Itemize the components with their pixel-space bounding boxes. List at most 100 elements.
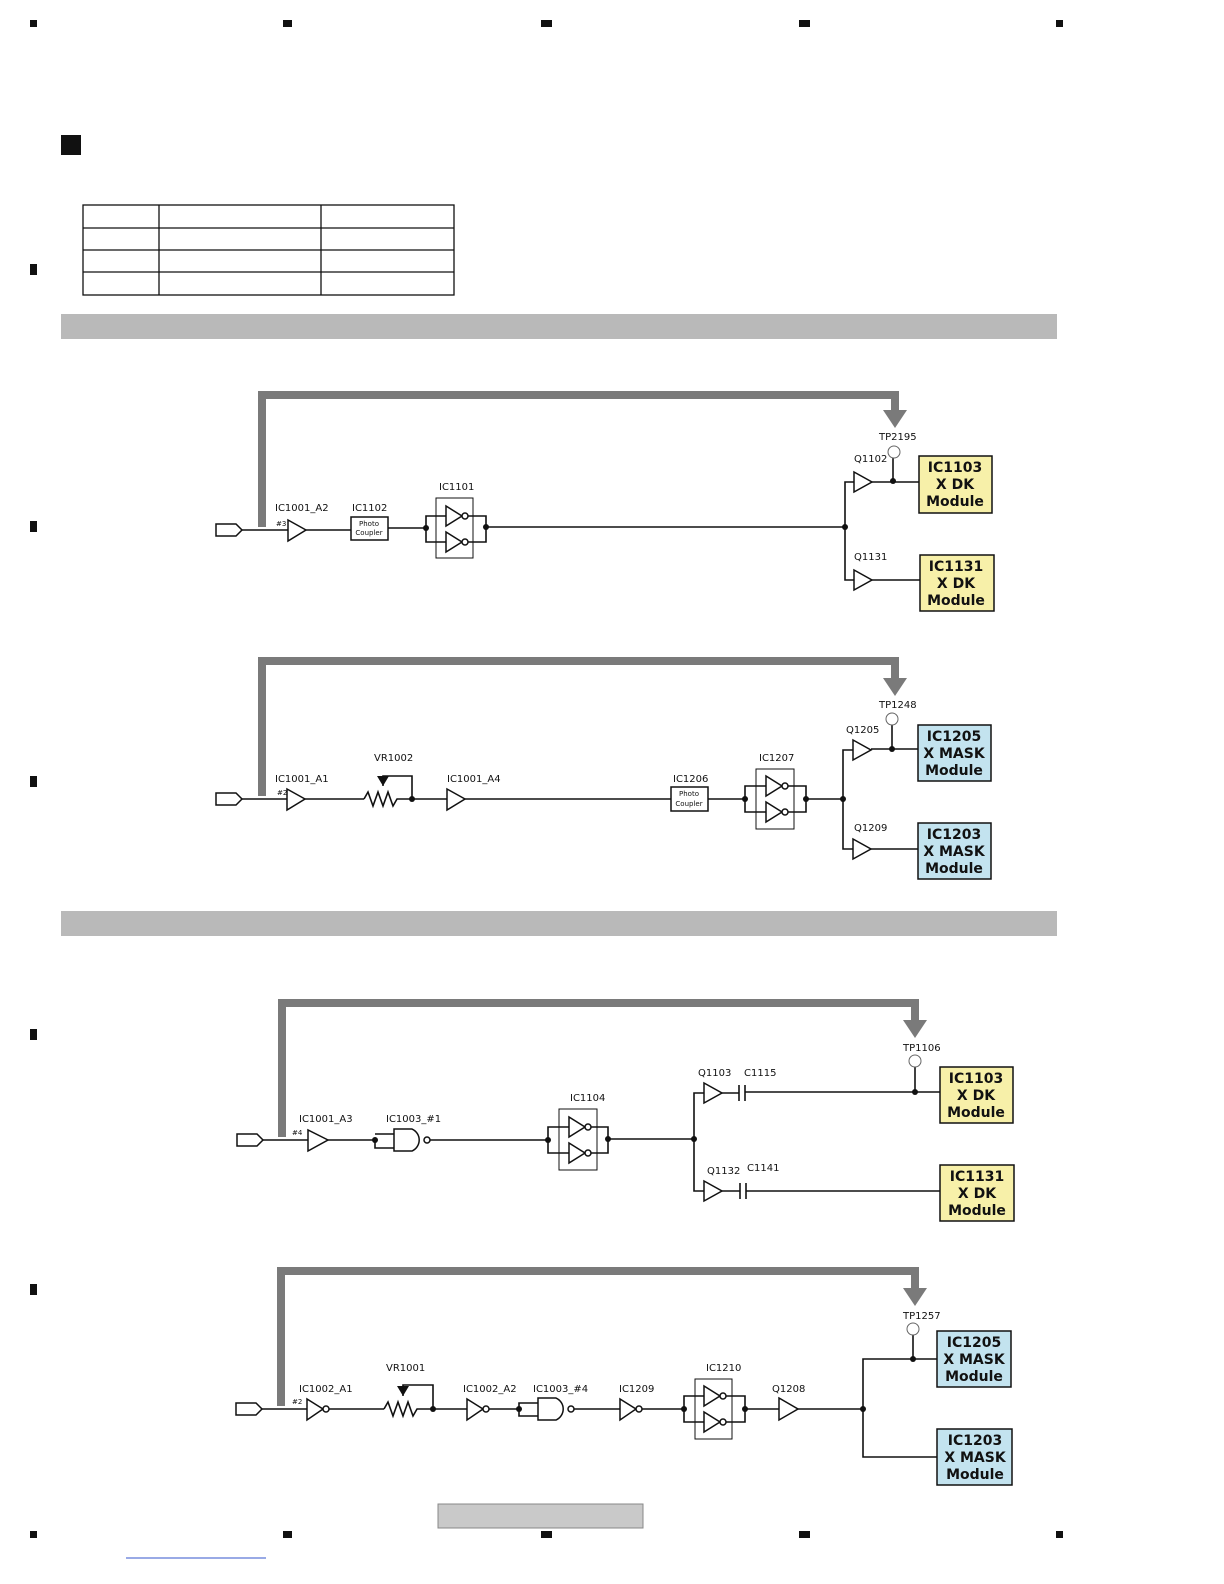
module-ic1203 bbox=[917, 822, 992, 880]
nand-ic1003-1 bbox=[393, 1128, 420, 1152]
svg-text:Module: Module bbox=[926, 494, 984, 510]
photo-coupler-text-2: Coupler bbox=[355, 529, 382, 537]
svg-text:Module: Module bbox=[927, 593, 985, 609]
input-pin-label: #2 bbox=[292, 1398, 302, 1406]
feedback-arrow bbox=[258, 657, 899, 796]
section-bullet bbox=[61, 135, 81, 155]
input-connector bbox=[236, 1133, 265, 1147]
label-ic1210: IC1210 bbox=[706, 1363, 741, 1374]
label-q1205: Q1205 bbox=[846, 725, 879, 736]
ic1104-box bbox=[558, 1108, 598, 1171]
q1132-buffer bbox=[703, 1179, 724, 1203]
svg-text:X MASK: X MASK bbox=[944, 1450, 1007, 1466]
input-pin-label: #2 bbox=[277, 789, 287, 797]
svg-text:Photo: Photo bbox=[679, 790, 699, 798]
label-c1141: C1141 bbox=[747, 1163, 779, 1174]
feedback-arrow bbox=[278, 999, 919, 1137]
module-ic1103 bbox=[918, 455, 993, 514]
label-vr1001: VR1001 bbox=[386, 1363, 425, 1374]
svg-text:X DK: X DK bbox=[957, 1088, 996, 1104]
photo-coupler-ic1206 bbox=[670, 786, 709, 812]
q1102-buffer bbox=[853, 470, 874, 494]
svg-text:X DK: X DK bbox=[958, 1186, 997, 1202]
label-tp2195: TP2195 bbox=[878, 432, 917, 443]
diagram-1: #3 IC1001_A2 Photo Coupler IC1102 IC1101… bbox=[215, 391, 995, 612]
svg-text:Coupler: Coupler bbox=[675, 800, 702, 808]
page-footer-box bbox=[437, 1503, 644, 1529]
label-tp1257: TP1257 bbox=[902, 1311, 941, 1322]
label-vr1002: VR1002 bbox=[374, 753, 413, 764]
input-pin-label: #4 bbox=[292, 1129, 303, 1137]
diagram-2: #2 IC1001_A1 VR1002 IC1001_A4 Photo Coup… bbox=[215, 657, 992, 880]
label-ic1104: IC1104 bbox=[570, 1093, 605, 1104]
input-connector bbox=[235, 1402, 264, 1416]
label-ic1207: IC1207 bbox=[759, 753, 794, 764]
label-q1132: Q1132 bbox=[707, 1166, 740, 1177]
svg-text:IC1131: IC1131 bbox=[929, 559, 983, 575]
label-ic1001-a1: IC1001_A1 bbox=[275, 774, 329, 785]
svg-text:Module: Module bbox=[945, 1369, 1003, 1385]
label-ic1001-a2: IC1001_A2 bbox=[275, 503, 329, 514]
svg-text:IC1205: IC1205 bbox=[947, 1335, 1001, 1351]
label-ic1001-a4: IC1001_A4 bbox=[447, 774, 501, 785]
vr1001-resistor bbox=[383, 1399, 433, 1419]
label-ic1101: IC1101 bbox=[439, 482, 474, 493]
label-q1209: Q1209 bbox=[854, 823, 887, 834]
module-ic1131 bbox=[939, 1164, 1015, 1222]
svg-text:Module: Module bbox=[946, 1467, 1004, 1483]
label-tp1106: TP1106 bbox=[902, 1043, 941, 1054]
feedback-arrowhead bbox=[903, 1288, 927, 1306]
svg-text:Module: Module bbox=[925, 861, 983, 877]
reference-table bbox=[82, 204, 455, 296]
svg-text:X DK: X DK bbox=[937, 576, 976, 592]
label-ic1002-a1: IC1002_A1 bbox=[299, 1384, 353, 1395]
input-connector bbox=[215, 523, 244, 537]
svg-text:IC1103: IC1103 bbox=[928, 460, 982, 476]
buffer-ic1001-a4 bbox=[446, 787, 467, 812]
label-ic1001-a3: IC1001_A3 bbox=[299, 1114, 353, 1125]
svg-text:IC1205: IC1205 bbox=[927, 729, 981, 745]
label-ic1003-4: IC1003_#4 bbox=[533, 1384, 588, 1395]
svg-text:Module: Module bbox=[948, 1203, 1006, 1219]
inverter-ic1002-a1 bbox=[306, 1397, 325, 1422]
vr1002-resistor bbox=[363, 789, 412, 809]
label-ic1102: IC1102 bbox=[352, 503, 387, 514]
svg-text:X MASK: X MASK bbox=[943, 1352, 1006, 1368]
ic1207-box bbox=[755, 768, 795, 830]
label-q1103: Q1103 bbox=[698, 1068, 731, 1079]
svg-text:X MASK: X MASK bbox=[923, 746, 986, 762]
q1209-buffer bbox=[852, 837, 873, 861]
label-ic1002-a2: IC1002_A2 bbox=[463, 1384, 517, 1395]
svg-text:Module: Module bbox=[925, 763, 983, 779]
svg-text:X MASK: X MASK bbox=[923, 844, 986, 860]
buffer-q1208 bbox=[778, 1396, 800, 1422]
svg-text:Module: Module bbox=[947, 1105, 1005, 1121]
label-c1115: C1115 bbox=[744, 1068, 776, 1079]
label-ic1003-1: IC1003_#1 bbox=[386, 1114, 441, 1125]
page-margin-markers bbox=[30, 20, 1063, 1538]
q1103-buffer bbox=[703, 1081, 724, 1105]
q1131-buffer bbox=[853, 568, 874, 592]
q1205-buffer bbox=[852, 738, 873, 762]
ic1101-box bbox=[435, 497, 474, 559]
input-pin-label: #3 bbox=[276, 520, 286, 528]
label-q1102: Q1102 bbox=[854, 454, 887, 465]
inverter-ic1002-a2 bbox=[466, 1397, 485, 1422]
label-tp1248: TP1248 bbox=[878, 700, 917, 711]
svg-text:IC1103: IC1103 bbox=[949, 1071, 1003, 1087]
photo-coupler-text-1: Photo bbox=[359, 520, 379, 528]
section-bar-2 bbox=[61, 911, 1057, 936]
inverter-ic1209 bbox=[619, 1397, 638, 1422]
buffer-ic1001-a1 bbox=[286, 787, 307, 812]
feedback-arrowhead bbox=[883, 678, 907, 696]
input-connector bbox=[215, 792, 244, 806]
feedback-arrow bbox=[258, 391, 899, 527]
section-bar-1 bbox=[61, 314, 1057, 339]
feedback-arrowhead bbox=[903, 1020, 927, 1038]
svg-text:IC1203: IC1203 bbox=[927, 827, 981, 843]
svg-text:X DK: X DK bbox=[936, 477, 975, 493]
module-ic1205 bbox=[936, 1330, 1012, 1388]
buffer-ic1001-a3 bbox=[307, 1128, 330, 1153]
label-q1131: Q1131 bbox=[854, 552, 887, 563]
